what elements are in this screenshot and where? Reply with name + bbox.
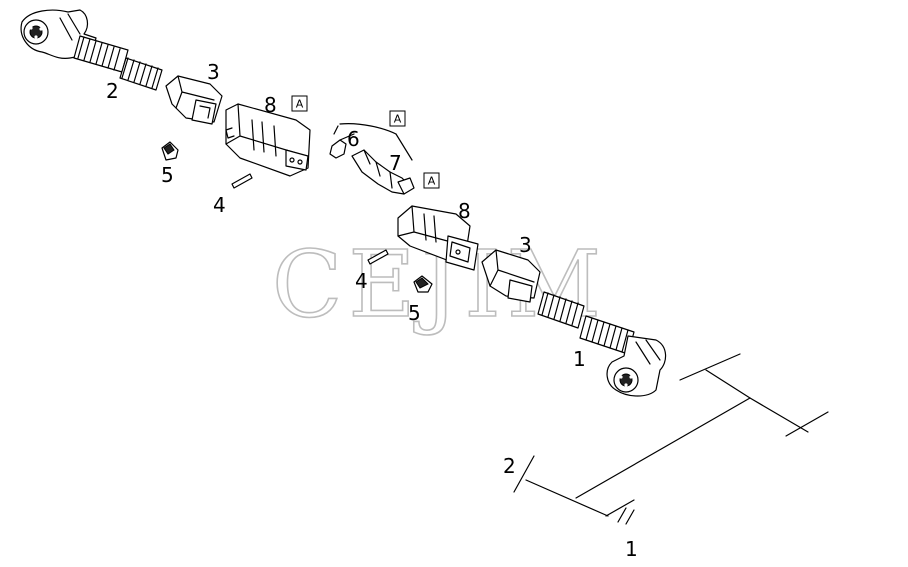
callout-5-bottom: 5 (408, 301, 421, 325)
bracket-leader (333, 125, 413, 161)
plug-top (161, 141, 179, 161)
seal-housing-bottom (481, 249, 541, 303)
ref-box-a-1: A (291, 95, 308, 112)
connector-housing-bottom (397, 205, 479, 271)
callout-7: 7 (389, 151, 402, 175)
svg-text:A: A (296, 98, 304, 111)
callout-1-bottom: 1 (573, 347, 586, 371)
wedge-top (231, 173, 253, 189)
ref-box-a-3: A (423, 172, 440, 189)
svg-text:A: A (394, 113, 402, 126)
callout-4-bottom: 4 (355, 269, 368, 293)
wedge-bottom (367, 249, 389, 265)
svg-text:A: A (428, 175, 436, 188)
ref-box-a-2: A (389, 110, 406, 127)
callout-4-top: 4 (213, 193, 226, 217)
connector-housing-top (225, 103, 311, 177)
callout-2-schematic: 2 (503, 454, 516, 478)
plug-bottom (413, 275, 433, 293)
bracket-line-top (339, 123, 397, 135)
callout-5-top: 5 (161, 163, 174, 187)
callout-8-bottom: 8 (458, 199, 471, 223)
callout-8-top: 8 (264, 93, 277, 117)
seal-housing-top (165, 75, 223, 125)
callout-2-top: 2 (106, 79, 119, 103)
callout-3-top: 3 (207, 60, 220, 84)
wiring-schematic (513, 353, 829, 525)
angled-plug-bottom (606, 335, 667, 397)
corrugated-sleeve-top (73, 35, 129, 73)
spring-bottom (537, 291, 585, 329)
terminal-crimp (351, 149, 415, 195)
callout-6: 6 (347, 127, 360, 151)
callout-3-bottom: 3 (519, 233, 532, 257)
callout-1-schematic: 1 (625, 537, 638, 561)
spring-top (119, 57, 163, 91)
contact-pin (329, 133, 355, 159)
